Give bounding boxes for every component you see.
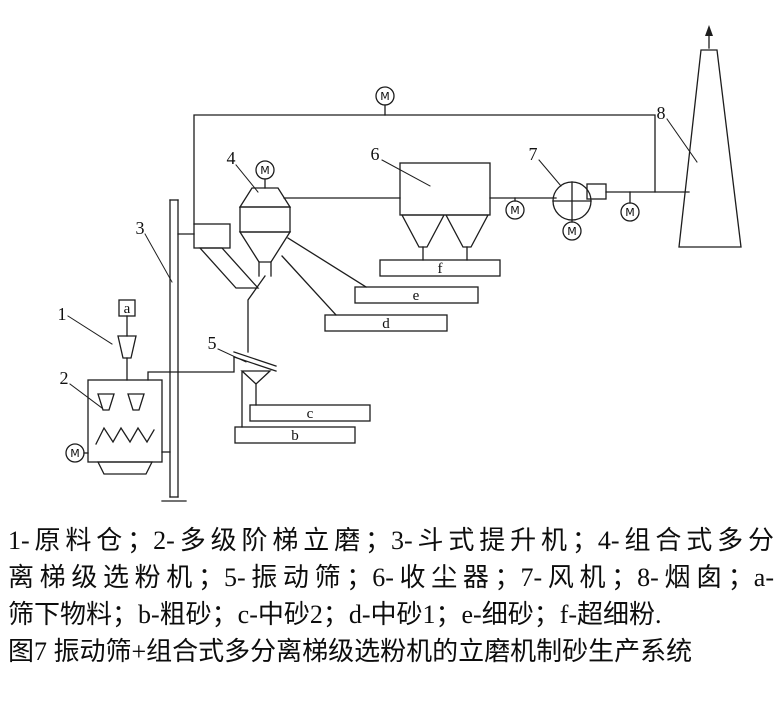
chimney-exhaust-arrow-icon: [705, 25, 713, 36]
bin-c: [249, 404, 371, 422]
dust-collector-hopper-right: [444, 214, 490, 248]
leader-8: [666, 118, 698, 163]
motor-icon: [375, 86, 395, 106]
leader-1: [67, 315, 113, 345]
chimney-body: [678, 49, 742, 248]
raw-material-hopper: [117, 335, 137, 359]
motor-label: M: [380, 90, 390, 103]
classifier-body: [239, 206, 291, 233]
motor-damper-right: M: [620, 191, 640, 222]
fan: [552, 181, 607, 221]
main-air-duct: [193, 114, 656, 225]
part-label-3: 3: [136, 218, 145, 238]
part-label-1: 1: [58, 304, 67, 324]
leader-3: [144, 233, 173, 283]
feed-box: [193, 223, 231, 249]
leader-5: [217, 348, 247, 363]
motor-fan: M: [562, 219, 582, 241]
classifier-top: [238, 187, 292, 208]
motor-icon: [255, 160, 275, 180]
motor-top-duct: M: [375, 86, 395, 116]
part-label-5: 5: [208, 333, 217, 353]
motor-icon: [505, 200, 525, 220]
chimney: [678, 25, 742, 248]
motor-label: M: [510, 204, 520, 217]
part-label-8: 8: [657, 103, 666, 123]
screen-hopper: [240, 370, 272, 385]
stream-label-f: f: [438, 261, 443, 277]
classifier: [238, 187, 367, 353]
raw-feed: [117, 299, 137, 381]
vibrating-screen: [147, 351, 277, 428]
part-label-4: 4: [227, 148, 236, 168]
air-ducts: [193, 114, 690, 225]
motor-label: M: [260, 164, 270, 177]
motor-icon: [562, 221, 582, 241]
part-label-2: 2: [60, 368, 69, 388]
dust-collector-hopper-left: [400, 214, 446, 248]
label-leader-lines: [67, 118, 698, 409]
mill-base: [96, 461, 154, 475]
stream-label-d: d: [382, 316, 390, 332]
vertical-mill: [87, 379, 171, 475]
classifier-feed-chute: [177, 223, 260, 289]
legend-line-1: 1-原料仓；2-多级阶梯立磨；3-斗式提升机；4-组合式多分: [8, 526, 774, 555]
bin-f: [379, 259, 501, 277]
stream-label-b: b: [291, 428, 299, 444]
inclined-chute: [198, 247, 260, 289]
leader-4: [235, 164, 259, 193]
legend-line-3: 筛下物料；b-粗砂；c-中砂2；d-中砂1；e-细砂；f-超细粉.: [8, 600, 662, 629]
motor-label: M: [625, 206, 635, 219]
dust-collector: [399, 162, 491, 261]
classifier-discharge-to-d: [281, 255, 337, 316]
undersize-return-line: [147, 356, 235, 381]
legend-line-2: 离梯级选粉机；5-振动筛；6-收尘器；7-风机；8-烟囱；a-: [8, 563, 774, 592]
motor-icon: [65, 443, 85, 463]
classifier-discharge-to-screen: [247, 275, 266, 353]
motor-label: M: [567, 225, 577, 238]
part-label-7: 7: [529, 144, 538, 164]
stream-label-c: c: [307, 406, 314, 422]
part-label-6: 6: [371, 144, 380, 164]
screen-deck-top: [233, 351, 277, 367]
leader-6: [381, 159, 431, 187]
legend-block: 1-原料仓；2-多级阶梯立磨；3-斗式提升机；4-组合式多分 离梯级选粉机；5-…: [0, 512, 782, 670]
product-bins: [234, 259, 501, 444]
motor-label: M: [70, 447, 80, 460]
mill-roller-left: [97, 393, 115, 411]
motor-mill: M: [65, 443, 89, 463]
figure-caption: 图7 振动筛+组合式多分离梯级选粉机的立磨机制砂生产系统: [8, 637, 693, 666]
bucket-elevator: [161, 199, 187, 502]
mill-roller-right: [127, 393, 145, 411]
motor-damper-left: M: [505, 197, 525, 220]
process-flow-diagram: M M M M M M: [58, 25, 742, 502]
mill-casing: [87, 379, 163, 463]
mill-grinding-track: [95, 426, 155, 445]
bin-d: [324, 314, 448, 332]
stream-label-a: a: [124, 301, 131, 317]
leader-2: [69, 383, 103, 409]
bin-e: [354, 286, 479, 304]
dust-collector-body: [399, 162, 491, 216]
stream-label-e: e: [413, 288, 420, 304]
motor-icon: [620, 202, 640, 222]
bin-b: [234, 426, 356, 444]
motor-classifier: M: [255, 160, 275, 189]
fan-outlet: [586, 183, 607, 200]
classifier-discharge-to-e: [287, 237, 367, 288]
leader-7: [538, 159, 562, 187]
